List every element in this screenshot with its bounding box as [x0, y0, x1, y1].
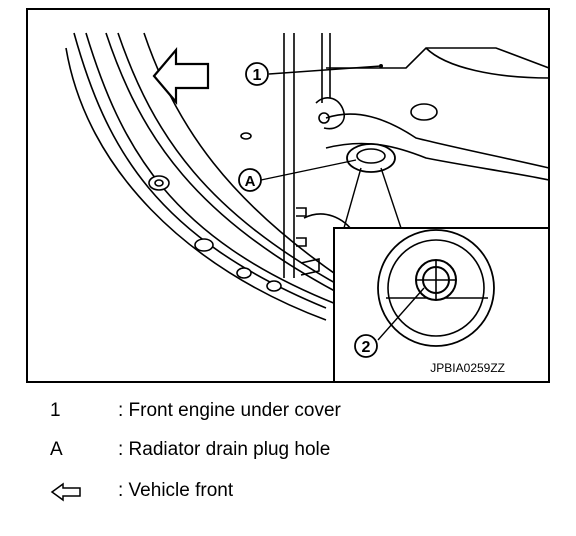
- under-cover-edges: [65, 32, 345, 321]
- callout-A-circle: [238, 168, 262, 192]
- diagram-drawing: 1 A 2 JPBIA0259ZZ: [26, 8, 550, 383]
- cover-mounting-holes: [148, 132, 282, 292]
- legend-text: : Radiator drain plug hole: [118, 439, 331, 460]
- drain-plug-hole-A: [346, 143, 396, 173]
- callout-1-circle: [245, 62, 269, 86]
- arrow-left-outline-icon: [50, 476, 82, 502]
- zoom-lines: [343, 167, 402, 229]
- legend-symbol: 1: [50, 400, 61, 421]
- frame-member: [283, 33, 355, 278]
- callout-1-leader: [268, 65, 382, 75]
- callout-A-label: A: [245, 173, 256, 190]
- callout-2-circle: [354, 334, 378, 358]
- legend-row-1: 1 : Front engine under cover: [0, 396, 576, 426]
- inset-drain-plug: [377, 229, 495, 347]
- legend-text: : Vehicle front: [118, 480, 234, 501]
- legend-row-3: : Vehicle front: [0, 476, 576, 506]
- callout-1-label: 1: [253, 67, 262, 84]
- diagram-figure: 1 A 2 JPBIA0259ZZ: [26, 8, 550, 383]
- callout-2-label: 2: [362, 339, 371, 356]
- vehicle-front-arrow-icon: [152, 46, 210, 106]
- legend-text: : Front engine under cover: [118, 400, 341, 421]
- body-panel-lines: [315, 47, 550, 181]
- callout-A-leader: [260, 159, 357, 181]
- legend-symbol: A: [50, 439, 63, 460]
- figure-id: JPBIA0259ZZ: [430, 361, 505, 375]
- legend-row-2: A : Radiator drain plug hole: [0, 435, 576, 465]
